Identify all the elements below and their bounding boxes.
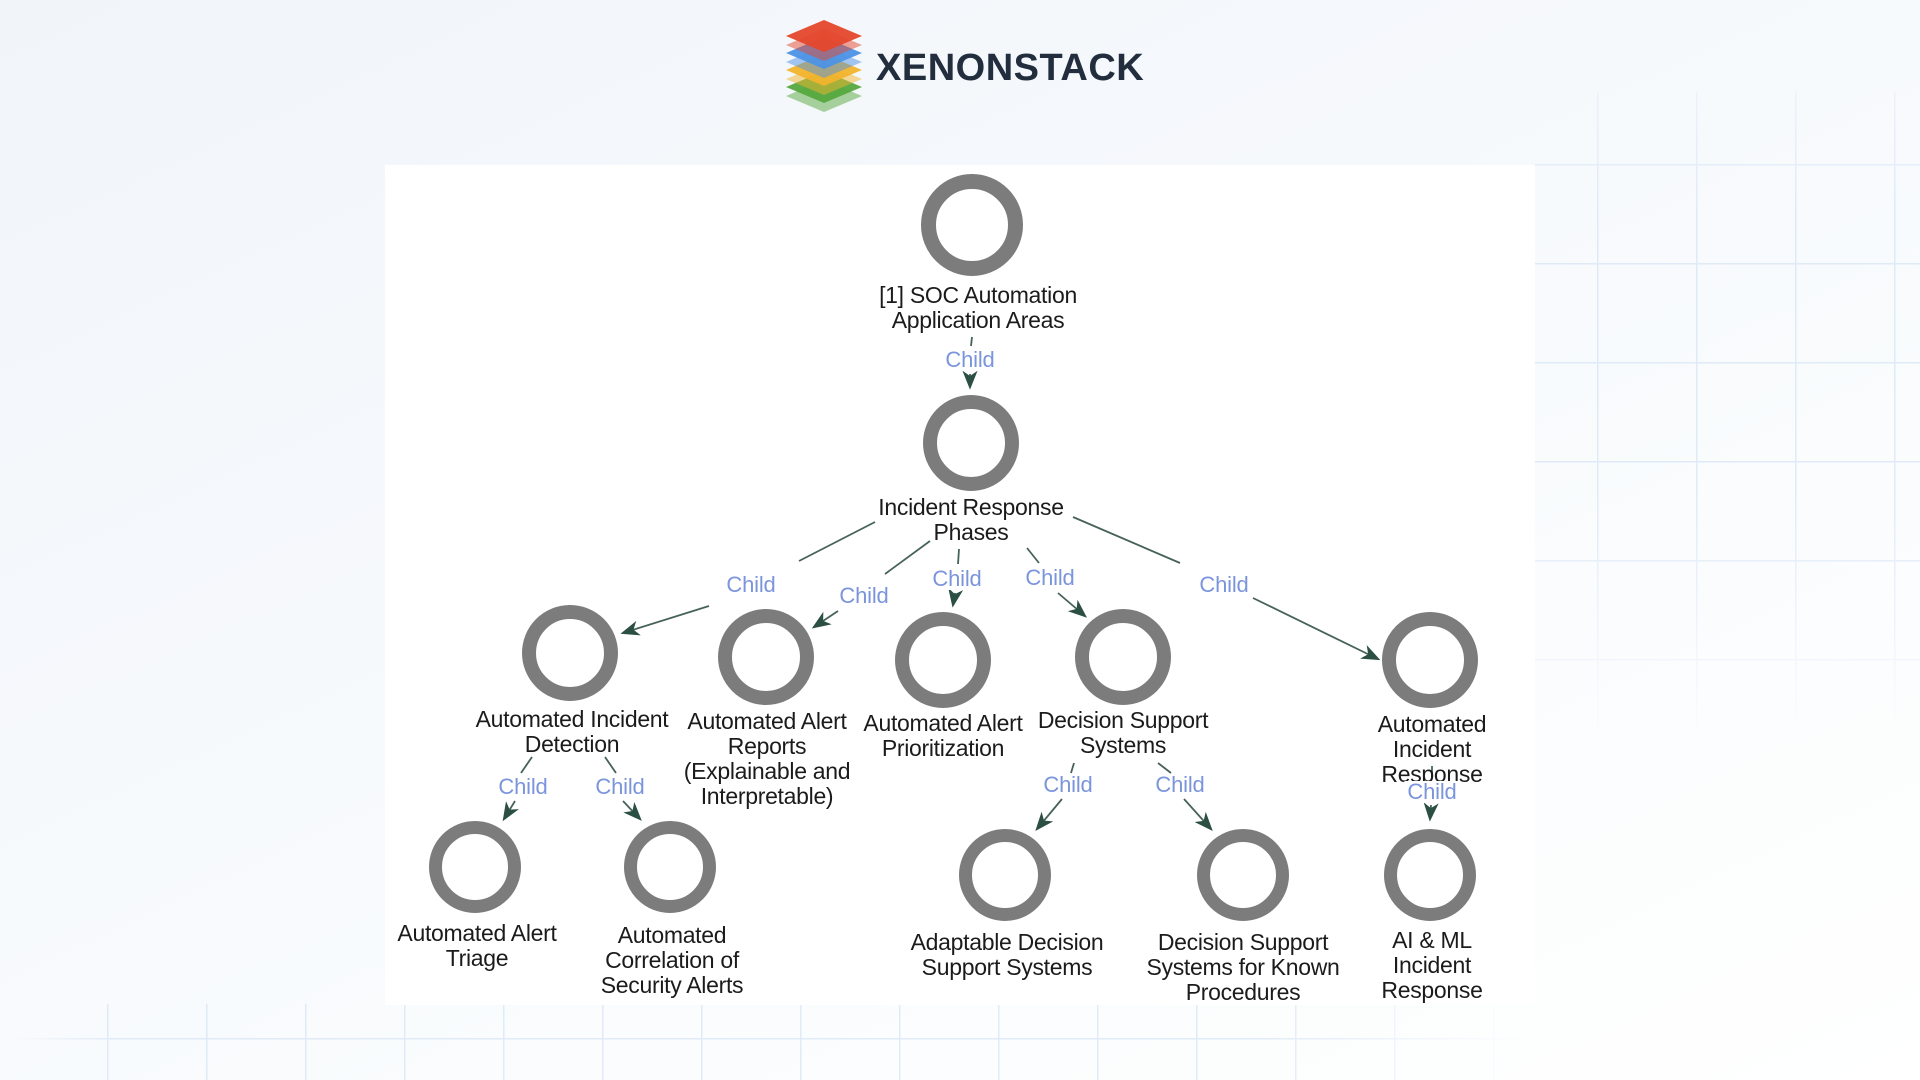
node-automated-incident-response-circle (1382, 612, 1478, 708)
node-label-automated-incident-response: Automated Incident Response (1377, 711, 1487, 787)
edge-label-child-phases-prioritization: Child (929, 568, 985, 590)
node-automated-alert-triage-circle (429, 821, 521, 913)
node-label-decision-support-systems-known-procedures: Decision Support Systems for Known Proce… (1146, 929, 1340, 1005)
node-automated-incident-detection-circle (522, 605, 618, 701)
xenonstack-logo[interactable]: XENONSTACK (786, 20, 1144, 114)
node-adaptable-decision-support-systems-circle (959, 829, 1051, 921)
edge-label-child-response-aiml: Child (1404, 781, 1460, 803)
node-label-incident-response-phases: Incident Response Phases (878, 494, 1064, 545)
logo-layer-red (786, 20, 862, 61)
edge-label-child-phases-dss: Child (1022, 567, 1078, 589)
background-grid-bottom (0, 1004, 1545, 1080)
node-label-automated-incident-detection: Automated Incident Detection (475, 706, 669, 757)
edge-label-child-detection-correlation: Child (592, 776, 648, 798)
node-automated-correlation-of-security-alerts-circle (624, 821, 716, 913)
edge-label-child-detection-triage: Child (495, 776, 551, 798)
edge-label-child-phases-reports: Child (836, 585, 892, 607)
edge-label-child-dss-known: Child (1152, 774, 1208, 796)
layer-stack-logo-icon (786, 20, 862, 114)
background-grid-right (1535, 92, 1920, 740)
edge-label-child-root-phases: Child (942, 349, 998, 371)
node-label-automated-alert-reports: Automated Alert Reports (Explainable and… (683, 708, 851, 809)
node-automated-alert-reports-circle (718, 609, 814, 705)
node-label-soc-automation-application-areas: [1] SOC Automation Application Areas (879, 282, 1077, 333)
node-label-automated-alert-prioritization: Automated Alert Prioritization (863, 710, 1023, 761)
node-decision-support-systems-circle (1075, 609, 1171, 705)
node-label-decision-support-systems: Decision Support Systems (1037, 707, 1209, 758)
node-label-ai-ml-incident-response: AI & ML Incident Response (1381, 927, 1483, 1003)
edge-label-child-dss-adaptable: Child (1040, 774, 1096, 796)
edge-label-child-phases-response: Child (1196, 574, 1252, 596)
node-incident-response-phases-circle (923, 395, 1019, 491)
brand-name: XENONSTACK (876, 47, 1145, 89)
node-label-adaptable-decision-support-systems: Adaptable Decision Support Systems (910, 929, 1104, 980)
node-soc-automation-application-areas-circle (921, 174, 1023, 276)
node-ai-ml-incident-response-circle (1384, 829, 1476, 921)
edge-label-child-phases-detection: Child (723, 574, 779, 596)
node-label-automated-alert-triage: Automated Alert Triage (397, 920, 557, 971)
node-label-automated-correlation-of-security-alerts: Automated Correlation of Security Alerts (600, 922, 744, 998)
mindmap-diagram-panel: [1] SOC Automation Application Areas Inc… (385, 165, 1535, 1005)
node-decision-support-systems-known-procedures-circle (1197, 829, 1289, 921)
node-automated-alert-prioritization-circle (895, 612, 991, 708)
